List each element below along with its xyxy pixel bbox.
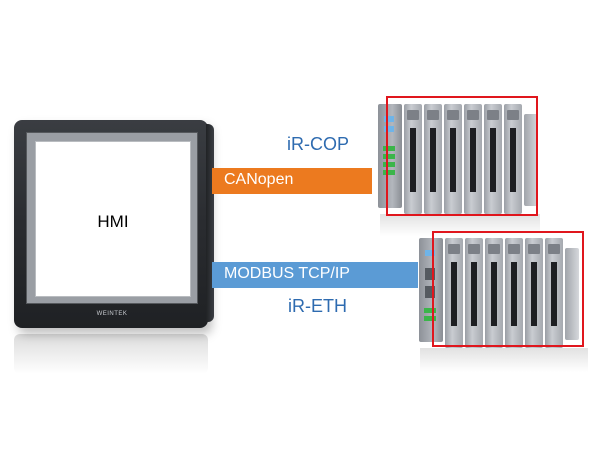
ir-cop-module-stack [378,104,538,214]
ir-cop-label: iR-COP [287,134,349,154]
ir-eth-highlight-box [432,231,584,347]
module-window [511,262,517,326]
ethernet-port [425,286,435,298]
module-cap [508,244,520,254]
module-cap [427,110,439,120]
hmi-label: HMI [97,212,129,231]
hmi-reflection [14,334,208,374]
io-module [505,238,523,348]
module-cap [468,244,480,254]
terminal-block [383,170,395,175]
canopen-link: CANopen [212,168,372,194]
io-module [484,104,502,214]
terminal-block [383,162,395,167]
end-module [565,248,579,340]
module-cap [407,110,419,120]
ir-eth-module-stack [419,238,579,348]
module-cap [447,110,459,120]
io-module [525,238,543,348]
io-module [545,238,563,348]
io-module [444,104,462,214]
module-window [490,128,496,192]
io-module [464,104,482,214]
module-window [471,262,477,326]
module-window [551,262,557,326]
module-cap [528,244,540,254]
terminal-block [383,146,395,151]
modbus-link: MODBUS TCP/IP [212,262,418,288]
ir-eth-head-module [419,238,443,342]
module-window [470,128,476,192]
module-window [450,128,456,192]
terminal-block [383,154,395,159]
ir-cop-head-module [378,104,402,208]
hmi-panel: HMI WEINTEK [14,120,214,328]
hmi-screen: HMI [35,141,191,297]
terminal-block [424,316,436,321]
module-window [410,128,416,192]
module-cap [507,110,519,120]
module-cap [488,244,500,254]
io-module [424,104,442,214]
canopen-label: CANopen [224,171,294,188]
module-window [531,262,537,326]
ir-cop-highlight-box [386,96,538,216]
ir-cop-reflection [380,214,540,236]
ir-eth-label: iR-ETH [288,296,347,316]
module-window [451,262,457,326]
module-window [510,128,516,192]
module-cap [467,110,479,120]
module-cap [548,244,560,254]
io-module [504,104,522,214]
module-window [430,128,436,192]
module-cap [487,110,499,120]
io-module [404,104,422,214]
module-window [491,262,497,326]
modbus-label: MODBUS TCP/IP [224,265,350,282]
io-module [485,238,503,348]
status-led [425,250,435,256]
end-module [524,114,538,206]
status-led [384,116,394,122]
ethernet-port [425,268,435,280]
hmi-frame: HMI [26,132,198,304]
ir-eth-reflection [420,348,588,372]
hmi-brand-logo: WEINTEK [96,311,128,317]
terminal-block [424,308,436,313]
io-module [445,238,463,348]
io-module [465,238,483,348]
status-led [384,126,394,132]
module-cap [448,244,460,254]
